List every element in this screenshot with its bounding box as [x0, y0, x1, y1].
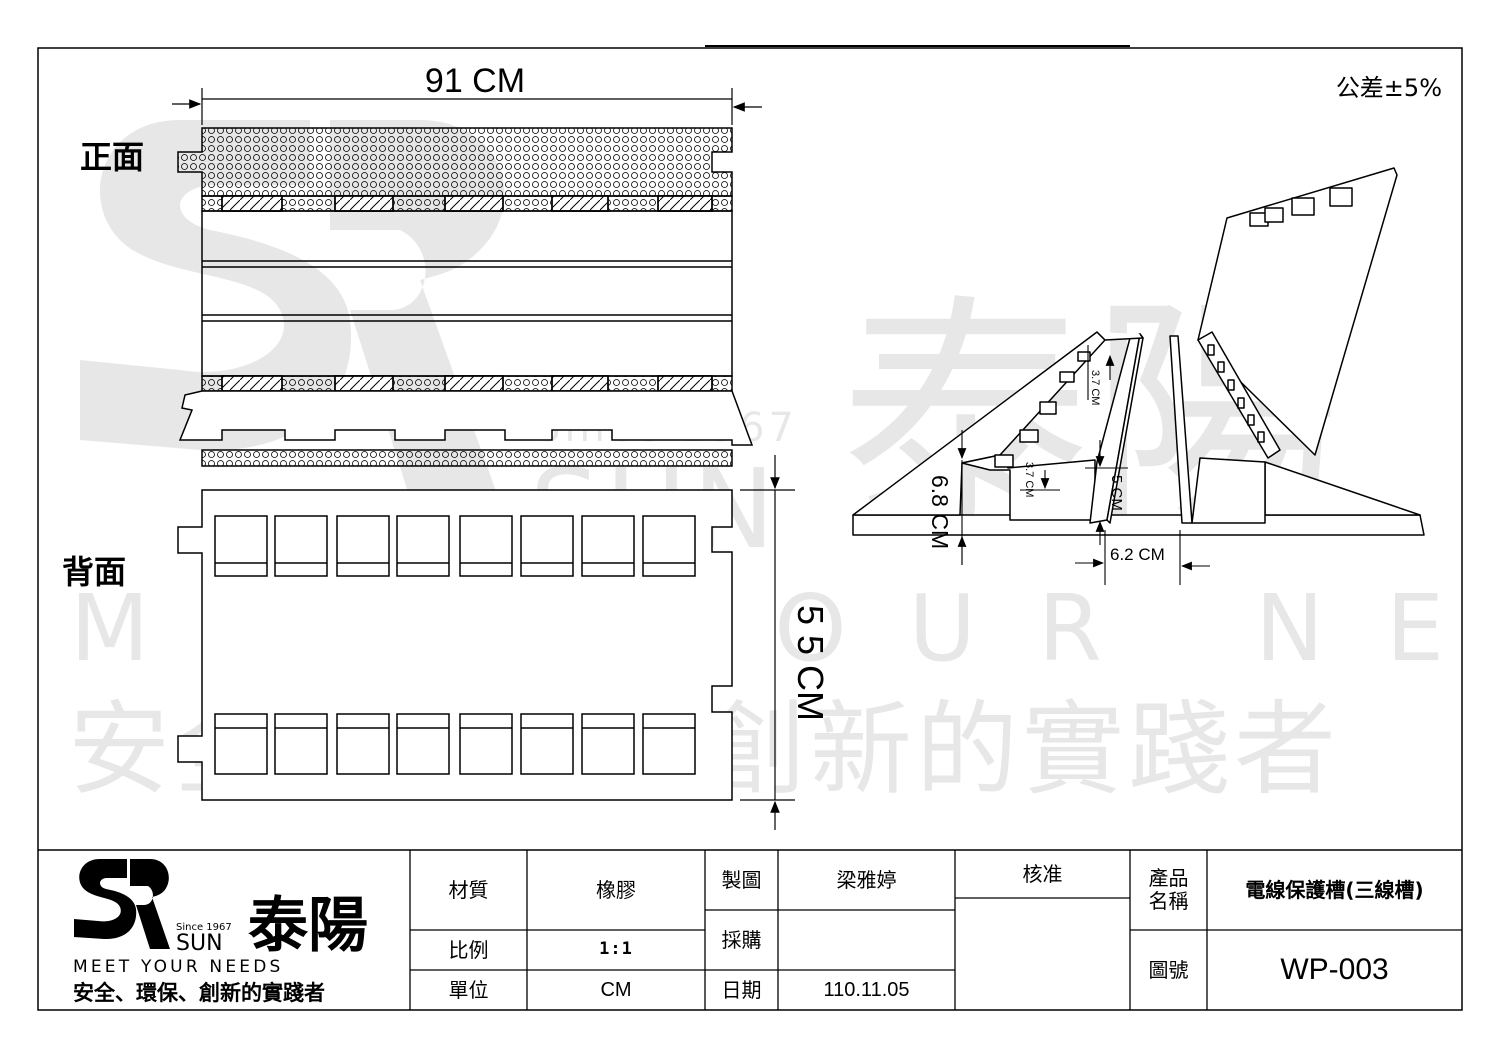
back-lower-cell: [581, 713, 635, 775]
dim-height-label: 6.8 CM: [927, 475, 953, 549]
logo-brand-cn: 泰陽: [248, 891, 368, 961]
back-upper-cell: [214, 515, 268, 577]
product-name-value: 電線保護槽(三線槽): [1245, 877, 1424, 902]
back-view: [177, 489, 733, 801]
scale-label: 比例: [448, 937, 489, 962]
front-lower-hatches: [221, 375, 713, 392]
back-upper-cell: [396, 515, 450, 577]
dim-small-label-2: 3.7 CM: [1023, 462, 1035, 497]
material-label: 材質: [448, 877, 489, 902]
back-view-label: 背面: [62, 553, 126, 591]
front-top-ramp: [177, 127, 733, 197]
back-lower-cell: [336, 713, 390, 775]
unit-value: CM: [600, 978, 632, 1001]
product-name-label: 產品 名稱: [1148, 866, 1189, 913]
date-value: 110.11.05: [823, 978, 910, 1001]
unit-label: 單位: [448, 977, 489, 1002]
back-upper-cell: [274, 515, 328, 577]
back-upper-cell: [581, 515, 635, 577]
back-upper-cell: [336, 515, 390, 577]
front-bottom-ramp: [178, 390, 754, 446]
logo-since: Since 1967: [176, 922, 232, 933]
purchase-value: [778, 910, 955, 970]
scale-value: 1:1: [599, 939, 633, 960]
dim-small-label-1: 3.7 CM: [1089, 370, 1101, 405]
logo-tagline: MEET YOUR NEEDS: [73, 957, 284, 977]
drawing-frame: [37, 47, 1463, 1011]
drawing-no-label: 圖號: [1148, 957, 1189, 982]
drawn-label: 製圖: [721, 867, 762, 892]
title-block-grid: [409, 850, 1462, 1010]
logo-sun: SUN: [176, 931, 223, 956]
date-label: 日期: [721, 977, 762, 1002]
back-upper-cell: [459, 515, 513, 577]
back-upper-cell: [520, 515, 574, 577]
back-outline: [177, 489, 733, 801]
material-value: 橡膠: [596, 877, 636, 902]
dim-width-label: 91 CM: [425, 62, 525, 100]
back-lower-cell: [642, 713, 696, 775]
sr-logo-mark: [74, 859, 170, 949]
front-upper-hatches: [221, 195, 713, 212]
back-upper-cell: [642, 515, 696, 577]
back-lower-cells: [214, 713, 696, 775]
front-view: [177, 127, 754, 467]
purchase-label: 採購: [721, 927, 762, 952]
back-upper-cells: [214, 515, 696, 577]
iso-lid: [1197, 167, 1398, 456]
drawn-value: 梁雅婷: [836, 867, 897, 892]
dim-slot-width-label: 6.2 CM: [1110, 545, 1165, 564]
front-view-label: 正面: [80, 138, 144, 176]
dim-width: [172, 88, 762, 125]
drawing-no-value: WP-003: [1280, 952, 1389, 986]
back-lower-cell: [214, 713, 268, 775]
back-lower-cell: [396, 713, 450, 775]
iso-dimensions: [957, 345, 1210, 585]
back-lower-cell: [459, 713, 513, 775]
dim-depth: [740, 455, 795, 830]
approve-label: 核准: [1022, 861, 1063, 886]
front-channel-body: [201, 210, 733, 377]
tolerance-label: 公差±5%: [1336, 74, 1442, 102]
dim-depth-label: 5 5 CM: [790, 605, 831, 721]
back-lower-cell: [274, 713, 328, 775]
back-lower-cell: [520, 713, 574, 775]
iso-right-ramp: [1264, 461, 1421, 516]
isometric-view: [852, 167, 1425, 536]
dim-slot-depth-label: 5 CM: [1108, 475, 1125, 511]
logo-slogan: 安全、環保、創新的實踐者: [73, 981, 325, 1005]
company-logo: Since 1967 SUN 泰陽 MEET YOUR NEEDS 安全、環保、…: [70, 855, 390, 1005]
